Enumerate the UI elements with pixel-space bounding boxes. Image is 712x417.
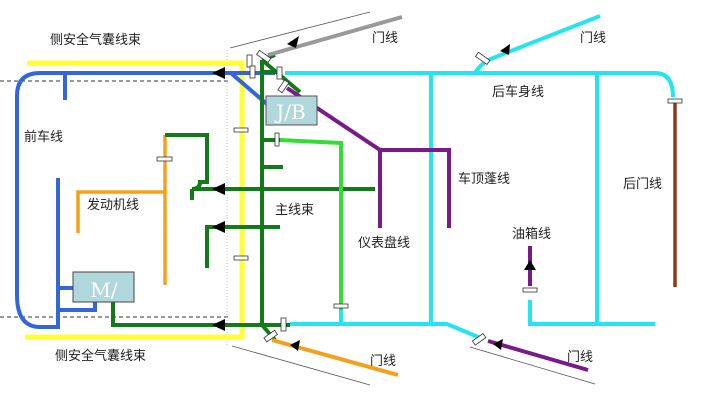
connector-icon (233, 127, 249, 133)
connector-icon (255, 49, 272, 64)
connector-icon (233, 255, 249, 261)
door-outline-front-bottom (231, 345, 371, 386)
connector-icon (276, 66, 283, 80)
engine-harness-wire (76, 135, 167, 285)
front-door-harness-label-bottom: 门线 (370, 354, 396, 369)
connector-icon (280, 317, 287, 332)
airbag-harness-wire (25, 60, 245, 340)
arrow-icon (493, 339, 503, 350)
main-harness-branch-wire (279, 138, 343, 310)
front-door-harness-label-top: 门线 (372, 31, 398, 46)
rear-door-harness-label-top: 门线 (580, 31, 606, 46)
rear-body-harness-wire (285, 14, 675, 341)
connector-icon (249, 65, 256, 79)
rear-body-harness-label: 后车身线 (492, 84, 544, 100)
arrow-icon (500, 44, 510, 55)
connector-icon (471, 332, 487, 346)
main-harness-label: 主线束 (275, 203, 314, 218)
connector-icon (667, 98, 683, 104)
arrow-icon (287, 36, 299, 48)
front-door-harness-wire-top (267, 15, 403, 57)
connector-icon (156, 156, 173, 162)
junction-block-label: J/B (274, 100, 305, 124)
connector-icon (274, 132, 280, 147)
dash-harness-label: 仪表盘线 (358, 235, 410, 251)
front-harness-label: 前车线 (24, 129, 63, 145)
connector-icon (522, 287, 538, 293)
arrow-icon (524, 260, 536, 270)
door-outline-rear-bottom (469, 346, 596, 385)
rear-door-harness-label: 后门线 (623, 177, 662, 192)
module-box[interactable]: M/ (72, 271, 135, 303)
arrow-icon (290, 340, 300, 351)
connector-icon (333, 303, 349, 309)
arrow-icon (212, 183, 225, 195)
connector-icon (474, 51, 491, 66)
front-harness-wire (15, 71, 275, 329)
fuel-tank-harness-label: 油箱线 (512, 226, 551, 242)
junction-block-box[interactable]: J/B (265, 95, 318, 126)
module-label: M/ (90, 278, 117, 302)
airbag-harness-label-bottom: 侧安全气囊线束 (55, 348, 146, 364)
door-outline-front-top (229, 11, 371, 49)
engine-harness-label: 发动机线 (87, 197, 139, 213)
connector-icon (263, 329, 279, 343)
dash-harness-wire (285, 86, 589, 372)
connector-icon (277, 79, 290, 94)
roof-harness-label: 车顶蓬线 (458, 171, 510, 187)
arrow-icon (212, 319, 225, 331)
airbag-harness-label-top: 侧安全气囊线束 (50, 32, 141, 48)
arrow-icon (212, 221, 225, 233)
arrow-icon (212, 67, 225, 79)
connector-icon (246, 54, 253, 68)
rear-door-harness-label-bottom: 门线 (567, 350, 593, 365)
